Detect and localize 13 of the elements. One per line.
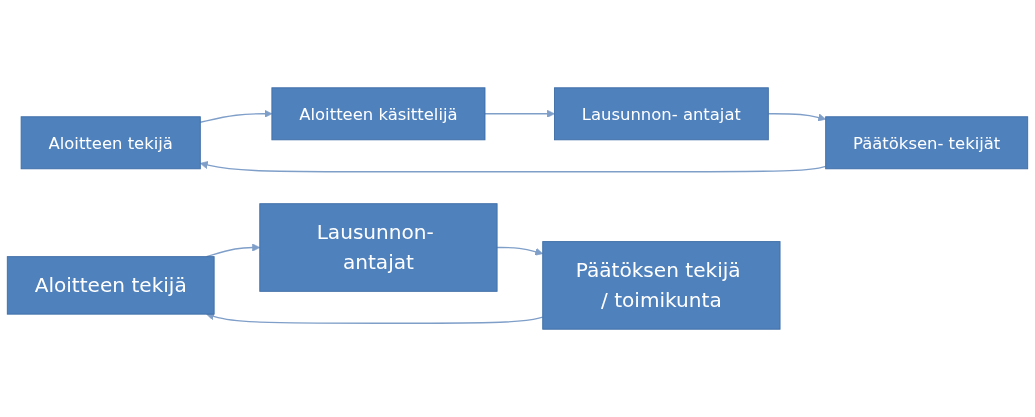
arrow bbox=[484, 109, 555, 118]
node-box: Aloitteen tekijä bbox=[20, 116, 201, 170]
node-box: Päätöksen tekijä / toimikunta bbox=[542, 241, 781, 330]
node-box: Aloitteen tekijä bbox=[6, 256, 215, 315]
arrow bbox=[767, 113, 827, 122]
node-box: Päätöksen- tekijät bbox=[825, 116, 1029, 170]
arrow bbox=[496, 246, 544, 256]
arrow bbox=[206, 312, 544, 324]
arrow bbox=[199, 109, 273, 123]
arrow bbox=[199, 161, 827, 173]
node-box: Lausunnon- antajat bbox=[259, 203, 498, 292]
node-box: Lausunnon- antajat bbox=[554, 87, 769, 141]
node-box: Aloitteen käsittelijä bbox=[271, 87, 486, 141]
